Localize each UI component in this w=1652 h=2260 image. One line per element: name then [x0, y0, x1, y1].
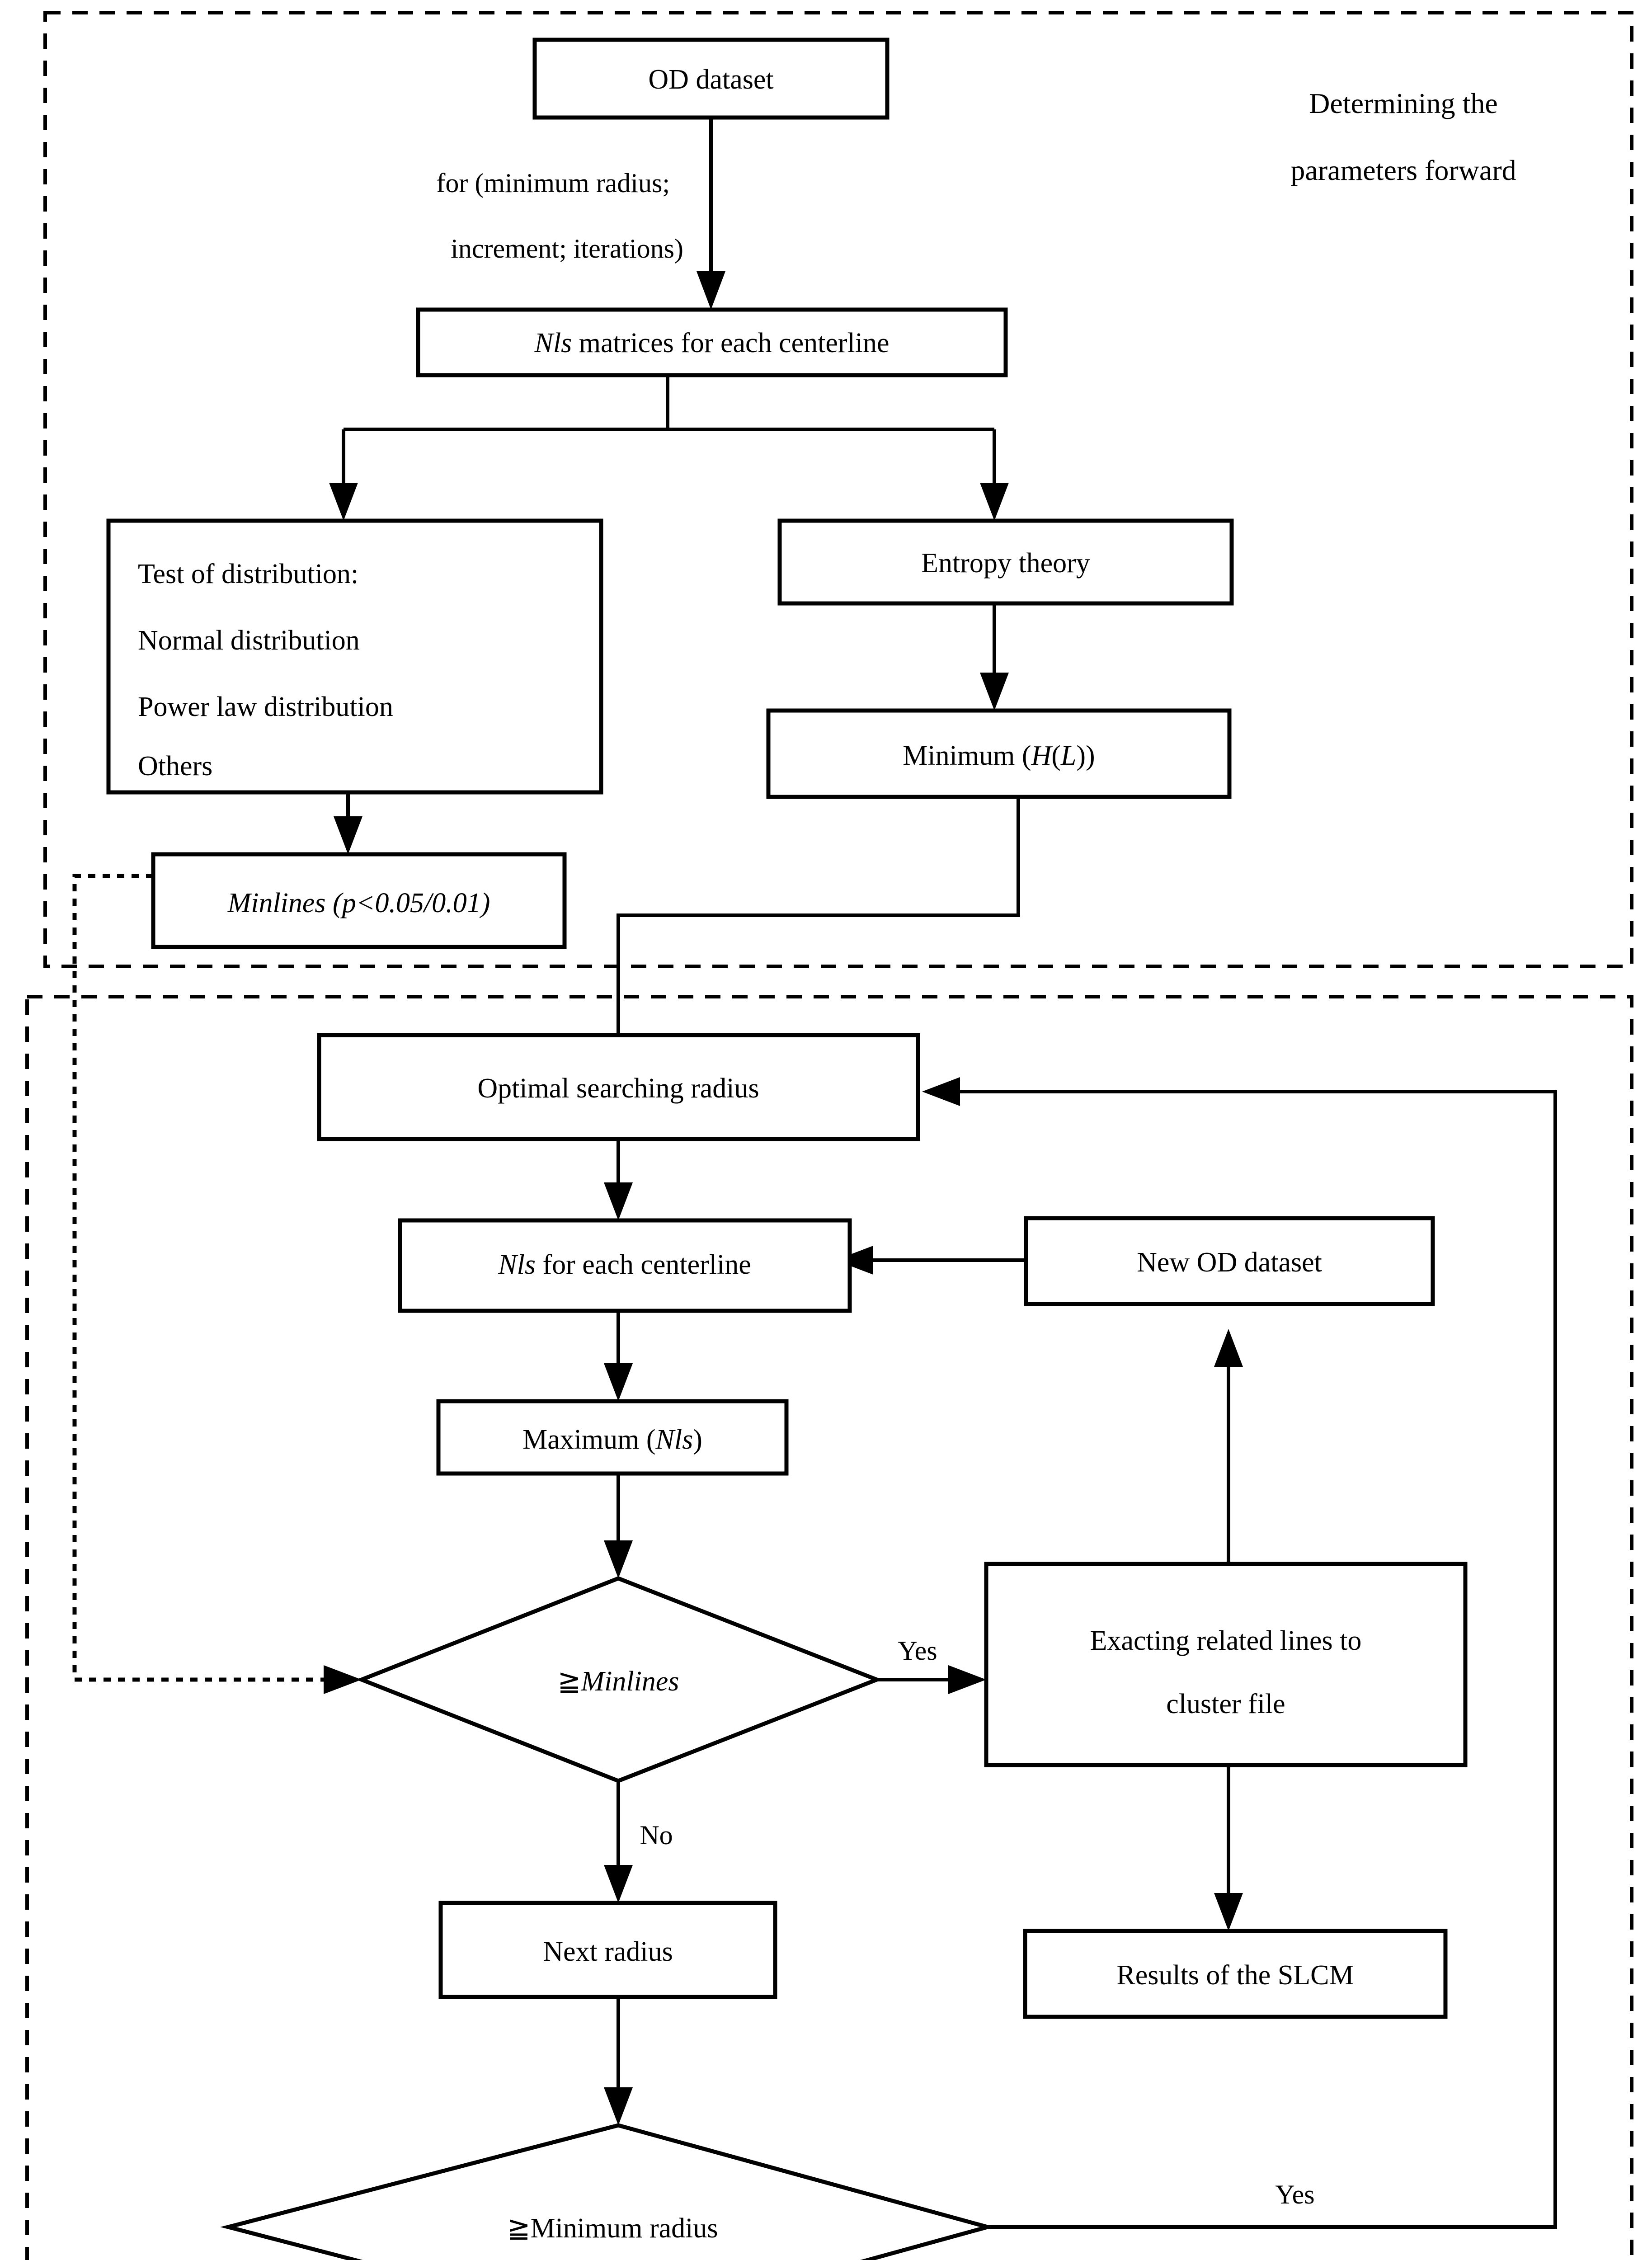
node-nls-for-each-centerline-label: Nls for each centerline: [498, 1249, 751, 1280]
arrowhead-exacting-to-results: [1214, 1893, 1243, 1931]
node-nls-for-each-centerline[interactable]: [398, 1218, 852, 1313]
node-optimal-searching-radius[interactable]: [317, 1033, 920, 1141]
node-test-of-distribution-line4: Others: [138, 751, 212, 782]
arrowhead-newod-to-nlsfor: [835, 1246, 873, 1275]
connector-minlines-dotted-feedback: [72, 874, 334, 1682]
arrowhead-loopback-into-optradius: [922, 1077, 960, 1106]
node-minimum-hl-pre: Minimum (: [903, 740, 1031, 771]
arrowhead-entropy-to-minhl: [980, 673, 1009, 711]
group-frame-forward: [43, 11, 1633, 968]
arrowhead-nextradius-to-minradius: [604, 2087, 633, 2125]
node-decision-minlines-label: ≧Minlines: [558, 1666, 679, 1697]
arrowhead-testdist-to-minlines: [334, 816, 362, 854]
node-next-radius[interactable]: [438, 1901, 777, 1999]
node-minimum-hl-l: L: [1060, 740, 1076, 771]
connector-nlsmatrices-split: [342, 375, 996, 493]
arrowhead-decision-no-to-nextradius: [604, 1865, 633, 1903]
node-od-dataset-label: OD dataset: [648, 64, 773, 95]
edge-label-for-loop-line1: for (minimum radius;: [436, 168, 670, 198]
node-maximum-nls-post: ): [693, 1424, 702, 1455]
node-minimum-hl-h: H: [1031, 740, 1053, 771]
node-entropy-theory[interactable]: [777, 518, 1234, 606]
arrowhead-dotted-into-decision: [324, 1665, 362, 1694]
node-nls-matrices[interactable]: [416, 307, 1008, 377]
arrowhead-to-entropy: [980, 483, 1009, 521]
node-test-of-distribution-line1: Test of distribution:: [138, 559, 358, 589]
arrowhead-optradius-to-nlsfor: [604, 1182, 633, 1220]
node-results-slcm[interactable]: [1023, 1929, 1448, 2019]
group-frame-backward: [25, 995, 1633, 2260]
node-nls-matrices-label-rest: matrices for each centerline: [572, 328, 889, 358]
node-maximum-nls-ital: Nls: [655, 1424, 693, 1455]
arrowhead-maxnls-to-decision: [604, 1540, 633, 1578]
edge-label-yes-min-radius: Yes: [1275, 2180, 1314, 2209]
node-nls-matrices-label-italic: Nls: [534, 328, 572, 358]
node-minimum-hl-post: )): [1076, 740, 1095, 771]
arrowhead-od-to-nlsmatrices: [697, 271, 725, 310]
node-od-dataset[interactable]: [532, 38, 890, 120]
node-maximum-nls[interactable]: [436, 1399, 789, 1476]
node-exacting-related-lines-line1: Exacting related lines to: [1090, 1625, 1362, 1656]
connector-minradius-yes-loopback: [950, 1090, 1557, 2229]
node-minimum-hl-label: Minimum (H(L)): [903, 740, 1095, 771]
node-entropy-theory-label: Entropy theory: [921, 548, 1090, 579]
edge-label-no-minlines: No: [640, 1820, 673, 1850]
node-maximum-nls-label: Maximum (Nls): [522, 1424, 702, 1455]
node-next-radius-label: Next radius: [543, 1936, 673, 1967]
node-decision-minlines-op: ≧: [558, 1666, 581, 1697]
node-new-od-dataset-label: New OD dataset: [1137, 1247, 1322, 1278]
group-label-forward-line2: parameters forward: [1290, 154, 1516, 186]
node-new-od-dataset[interactable]: [1024, 1216, 1435, 1306]
node-nls-matrices-label: Nls matrices for each centerline: [534, 328, 890, 358]
connector-minhl-to-optradius: [617, 797, 1020, 1075]
arrowhead-exacting-to-newod: [1214, 1329, 1243, 1367]
node-exacting-related-lines[interactable]: [984, 1562, 1468, 1767]
node-minlines[interactable]: [151, 852, 567, 949]
arrowhead-to-test-distribution: [329, 483, 358, 521]
arrowhead-nlsfor-to-maxnls: [604, 1363, 633, 1401]
node-exacting-related-lines-line2: cluster file: [1166, 1689, 1285, 1719]
node-minimum-hl-mid: (: [1051, 740, 1061, 771]
node-test-of-distribution-line2: Normal distribution: [138, 625, 360, 656]
node-minlines-label: Minlines (p<0.05/0.01): [227, 888, 490, 918]
node-maximum-nls-pre: Maximum (: [522, 1424, 655, 1455]
node-decision-min-radius-label: ≧Minimum radius: [507, 2213, 718, 2244]
node-optimal-searching-radius-label: Optimal searching radius: [477, 1073, 759, 1104]
node-test-of-distribution[interactable]: [106, 518, 603, 795]
node-minimum-hl[interactable]: [766, 708, 1232, 799]
node-decision-minlines-ital: Minlines: [580, 1666, 679, 1697]
node-results-slcm-label: Results of the SLCM: [1116, 1960, 1354, 1991]
group-label-forward-line1: Determining the: [1309, 87, 1498, 119]
node-nls-for-rest: for each centerline: [536, 1249, 751, 1280]
node-test-of-distribution-line3: Power law distribution: [138, 692, 393, 722]
arrowhead-decision-yes-to-exacting: [948, 1665, 986, 1694]
edge-label-for-loop-line2: increment; iterations): [451, 234, 683, 264]
node-decision-min-radius[interactable]: [220, 2123, 995, 2260]
node-nls-for-italic: Nls: [498, 1249, 536, 1280]
edge-label-yes-minlines: Yes: [898, 1636, 937, 1666]
node-decision-minlines[interactable]: [356, 1576, 883, 1783]
